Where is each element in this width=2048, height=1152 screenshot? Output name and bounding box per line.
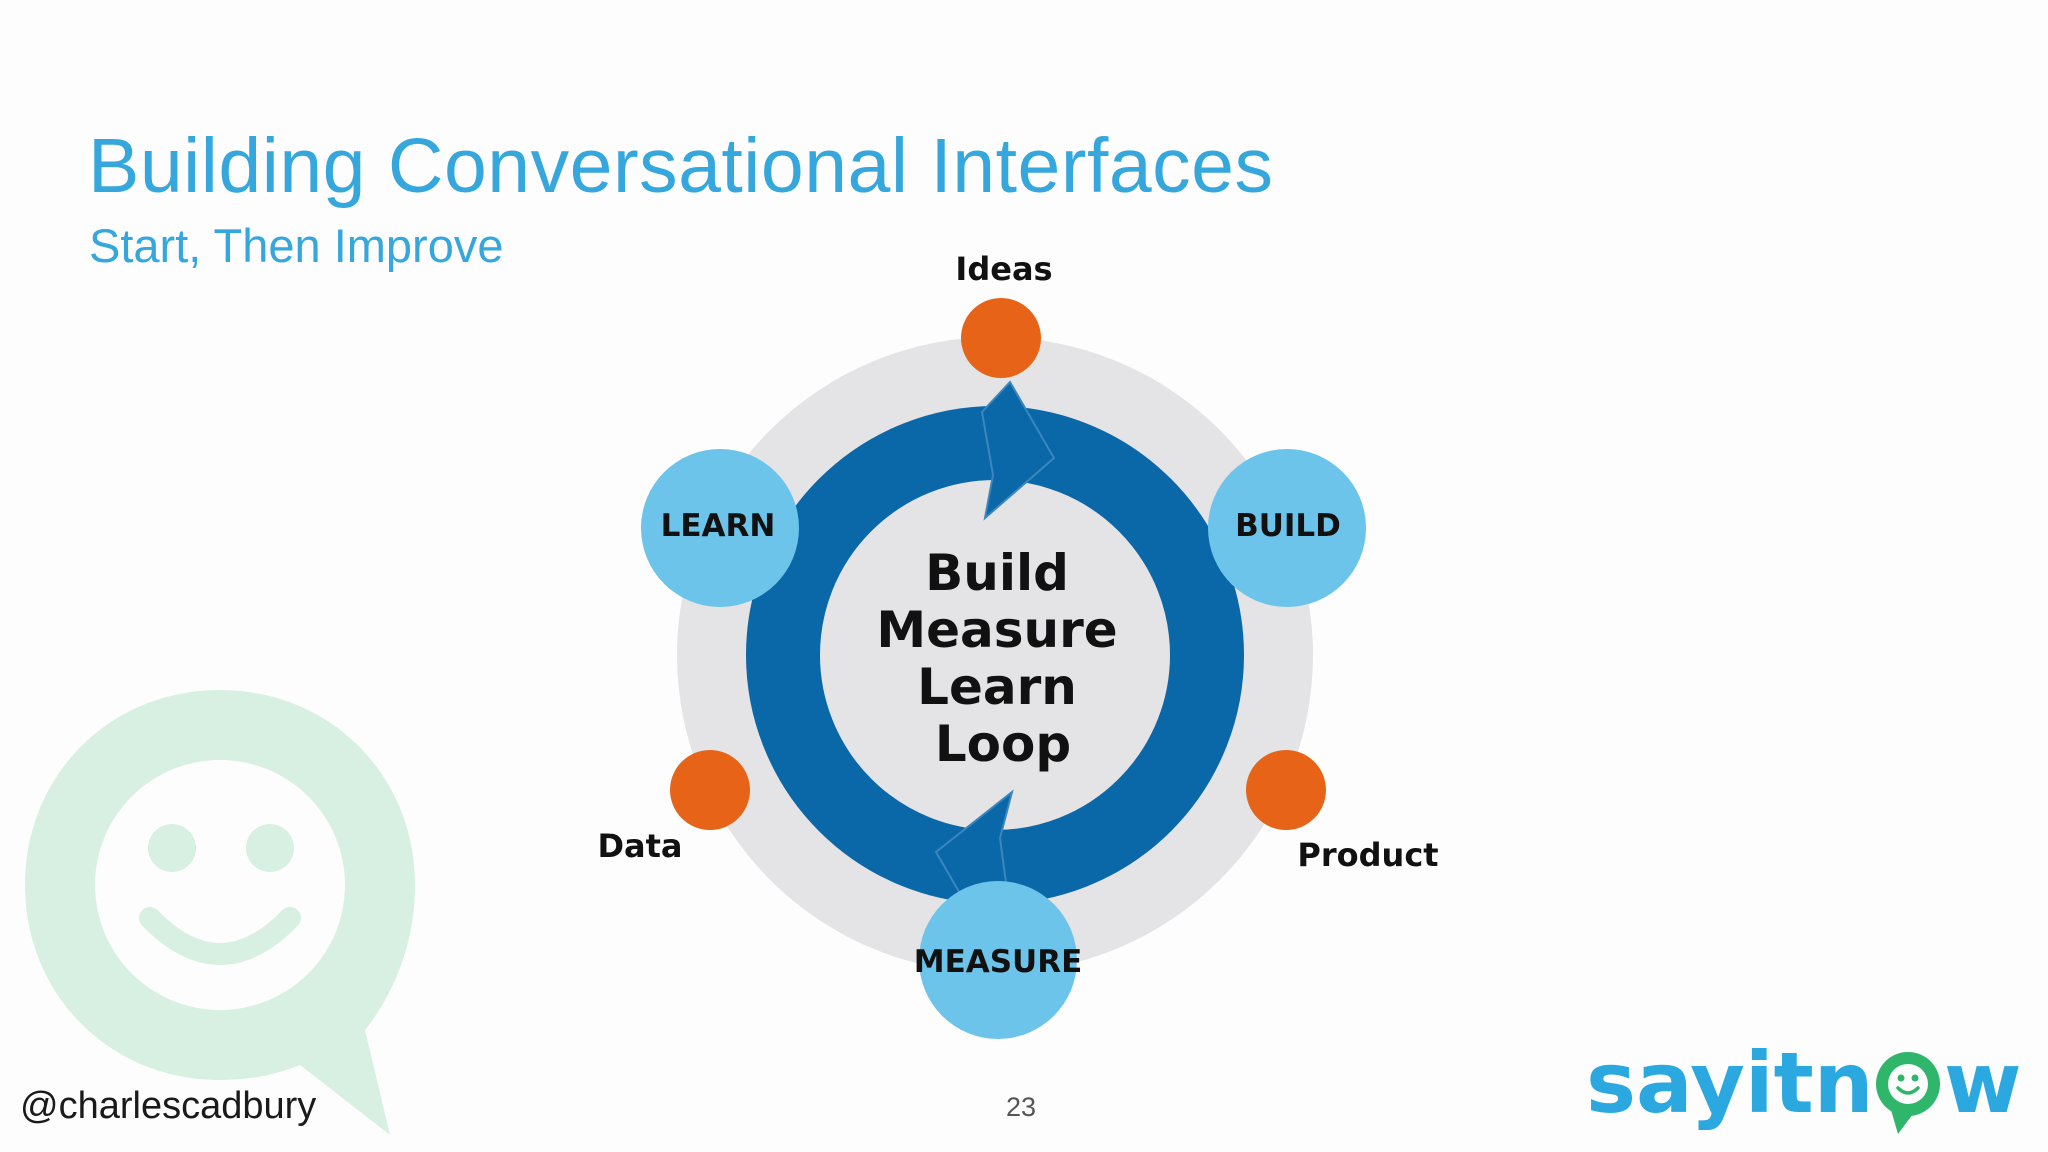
author-handle: @charlescadbury bbox=[20, 1085, 317, 1127]
product-node bbox=[1246, 750, 1326, 830]
center-line-learn: Learn bbox=[917, 658, 1077, 716]
product-label: Product bbox=[1297, 836, 1438, 874]
page-number: 23 bbox=[1006, 1092, 1037, 1122]
data-label: Data bbox=[597, 827, 682, 865]
data-node bbox=[670, 750, 750, 830]
center-line-build: Build bbox=[925, 544, 1069, 602]
center-disc bbox=[821, 481, 1169, 829]
build-node bbox=[1208, 449, 1366, 607]
ideas-node bbox=[961, 298, 1041, 378]
sayitnow-logo: sayitn w bbox=[1586, 1034, 2022, 1134]
learn-label: LEARN bbox=[661, 508, 776, 544]
logo-text-right: w bbox=[1944, 1034, 2022, 1132]
slide-subtitle: Start, Then Improve bbox=[89, 219, 504, 272]
center-line-loop: Loop bbox=[935, 715, 1071, 773]
slide-title: Building Conversational Interfaces bbox=[88, 123, 1274, 209]
logo-smiley-o-icon bbox=[1876, 1052, 1940, 1134]
center-line-measure: Measure bbox=[876, 601, 1117, 659]
logo-text-left: sayitn bbox=[1586, 1034, 1874, 1132]
learn-node bbox=[641, 449, 799, 607]
measure-label: MEASURE bbox=[914, 944, 1083, 980]
loop-arrow-top-icon bbox=[980, 380, 1056, 521]
measure-node bbox=[919, 881, 1077, 1039]
build-label: BUILD bbox=[1235, 508, 1341, 544]
ideas-label: Ideas bbox=[955, 250, 1052, 288]
